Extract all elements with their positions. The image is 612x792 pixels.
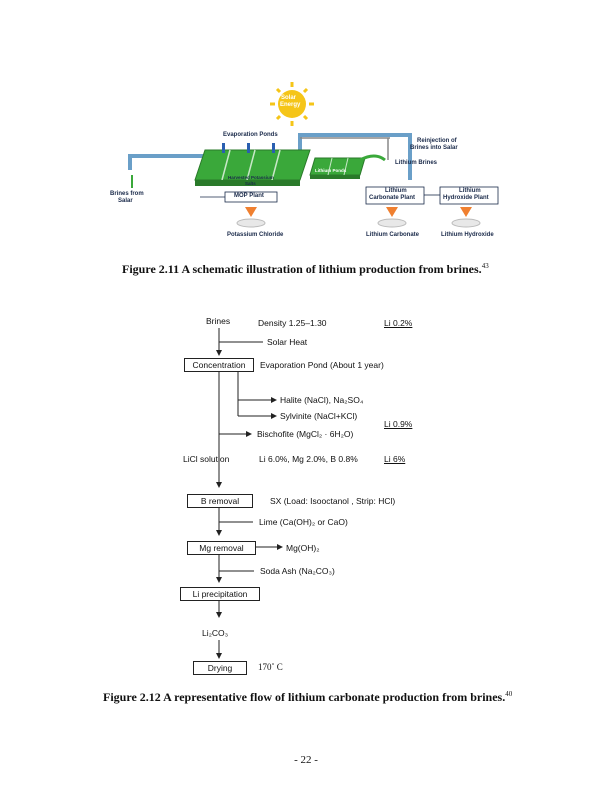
hydroxide-plant-label-2: Hydroxide Plant (443, 195, 489, 201)
lithium-hydroxide-label: Lithium Hydroxide (441, 232, 494, 238)
evaporation-pond-label: Evaporation Pond (About 1 year) (260, 360, 384, 370)
lithium-ponds-label: Lithium Ponds (315, 168, 347, 173)
b-removal-box: B removal (187, 494, 253, 508)
lithium-hydroxide-plant-box (439, 186, 499, 205)
lithium-carbonate-plant-box (365, 186, 425, 205)
mg-removal-box: Mg removal (187, 541, 256, 555)
orange-arrow-icon (245, 207, 472, 217)
lime-label: Lime (Ca(OH)₂ or CaO) (259, 517, 348, 527)
figure-2-11-ref: 43 (481, 262, 489, 270)
evaporation-pond-icon (194, 143, 311, 186)
li-precipitation-box: Li precipitation (180, 587, 260, 601)
potassium-chloride-label: Potassium Chloride (227, 232, 284, 238)
sylvinite-label: Sylvinite (NaCl+KCl) (280, 411, 358, 421)
density-label: Density 1.25–1.30 (258, 318, 327, 328)
composition-label: Li 6.0%, Mg 2.0%, B 0.8% (259, 454, 358, 464)
lithium-brines-label: Lithium Brines (395, 160, 438, 166)
brines-from-label-2: Salar (118, 198, 133, 204)
sun-icon (270, 82, 314, 126)
harvested-label-1: Harvested Potassium (228, 175, 274, 180)
temperature-label: 170˚ C (258, 662, 283, 672)
green-arrow-icon (359, 154, 386, 162)
li-02-label: Li 0.2% (384, 318, 413, 328)
li2co3-label: Li₂CO₃ (202, 628, 229, 638)
solar-heat-label: Solar Heat (267, 337, 308, 347)
sun-label-2: Energy (280, 102, 301, 108)
sun-label-1: Solar (281, 95, 297, 101)
evaporation-ponds-label: Evaporation Ponds (223, 132, 278, 138)
brines-from-label-1: Brines from (110, 191, 144, 197)
li-09-label: Li 0.9% (384, 419, 413, 429)
bischofite-label: Bischofite (MgCl₂ · 6H₂O) (257, 429, 354, 439)
mgoh2-label: Mg(OH)₂ (286, 543, 320, 553)
carbonate-plant-label-1: Lithium (385, 188, 407, 194)
schematic-graphic (128, 82, 499, 228)
sx-label: SX (Load: Isooctanol , Strip: HCl) (270, 496, 396, 506)
hydroxide-plant-label-1: Lithium (459, 188, 481, 194)
mop-plant-label: MOP Plant (234, 193, 264, 199)
figure-2-11-schematic: Solar Energy Evaporation Ponds Reinjecti… (110, 80, 520, 250)
figure-2-12-caption: Figure 2.12 A representative flow of lit… (103, 690, 512, 705)
halite-label: Halite (NaCl), Na₂SO₄ (280, 395, 364, 405)
drying-box: Drying (193, 661, 247, 675)
lithium-carbonate-label: Lithium Carbonate (366, 232, 420, 238)
brines-label: Brines (206, 316, 231, 326)
li-6-label: Li 6% (384, 454, 406, 464)
figure-2-12-ref: 40 (505, 690, 513, 698)
harvested-label-2: Salts (245, 181, 256, 186)
page-number: - 22 - (294, 754, 318, 766)
reinjection-label-2: Brines into Salar (410, 145, 458, 151)
carbonate-plant-label-2: Carbonate Plant (369, 195, 416, 201)
concentration-box: Concentration (184, 358, 254, 372)
reinjection-label-1: Reinjection of (417, 138, 457, 144)
brine-pipe (128, 133, 412, 180)
figure-2-12-caption-text: Figure 2.12 A representative flow of lit… (103, 690, 506, 704)
licl-solution-label: LiCl solution (183, 454, 230, 464)
lithium-pond-icon (309, 157, 366, 179)
soda-ash-label: Soda Ash (Na₂CO₃) (260, 566, 335, 576)
figure-2-11-caption-text: Figure 2.11 A schematic illustration of … (122, 262, 482, 276)
figure-2-11-caption: Figure 2.11 A schematic illustration of … (122, 262, 489, 277)
